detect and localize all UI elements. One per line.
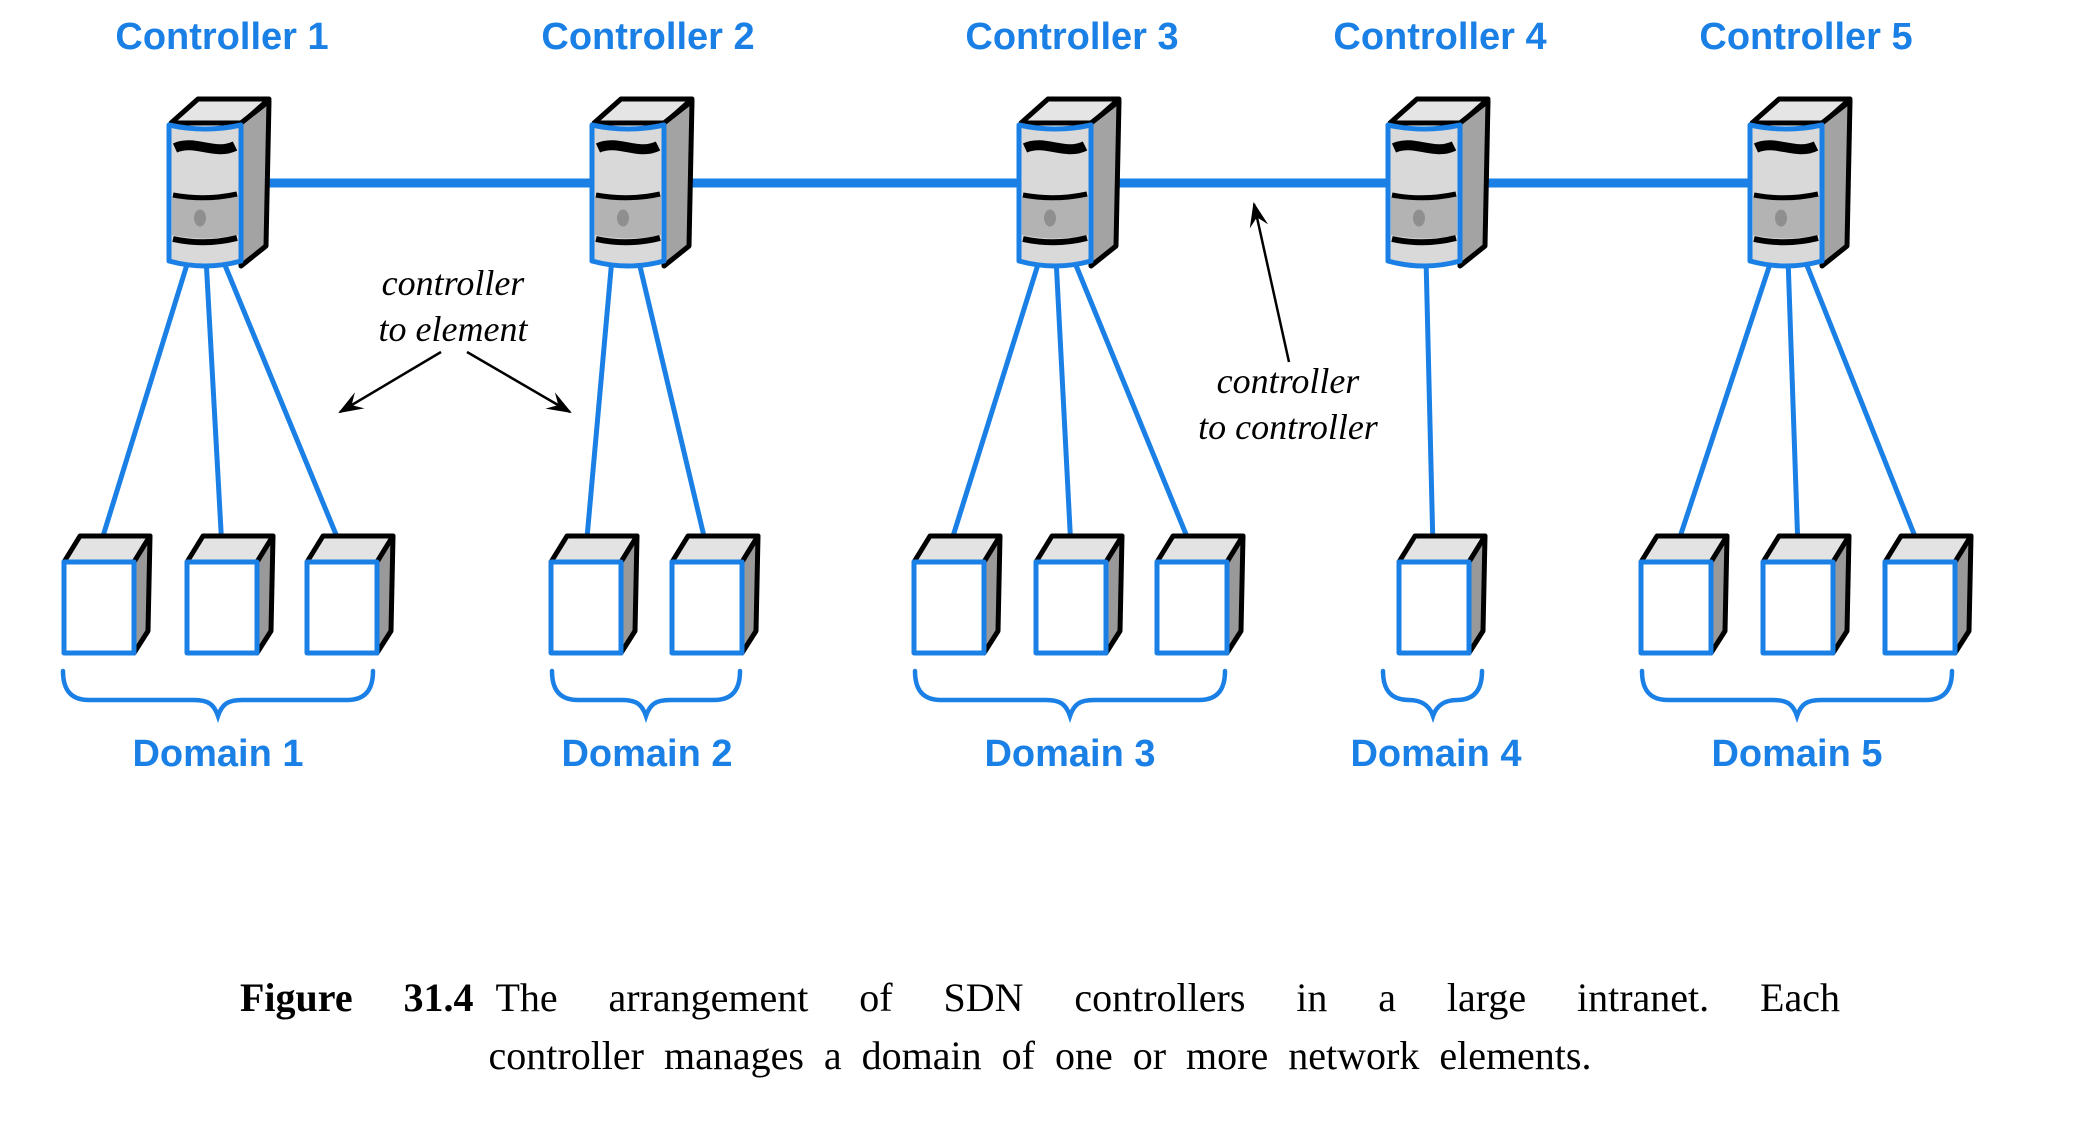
domain-1-element-icon bbox=[64, 536, 150, 653]
figure-number: Figure 31.4 bbox=[240, 975, 474, 1020]
controller-2-element-links bbox=[583, 257, 710, 550]
domain-3-label: Domain 3 bbox=[984, 733, 1156, 775]
controller-to-element-arrow-right bbox=[466, 350, 572, 414]
domain-5-brace bbox=[1639, 668, 1955, 724]
annotation-line: to element bbox=[378, 309, 528, 349]
domain-4-label: Domain 4 bbox=[1350, 733, 1522, 775]
controller-5-label: Controller 5 bbox=[1699, 16, 1913, 58]
domain-5-element-icon bbox=[1641, 536, 1727, 653]
domain-5-element-icon bbox=[1885, 536, 1971, 653]
caption-line-1-text: The arrangement of SDN controllers in a … bbox=[495, 975, 1840, 1020]
domain-2-element-icon bbox=[551, 536, 637, 653]
domain-4-brace bbox=[1380, 668, 1485, 724]
domain-4-element-icon bbox=[1399, 536, 1485, 653]
domain-5-label: Domain 5 bbox=[1711, 733, 1883, 775]
domain-1-label: Domain 1 bbox=[132, 733, 304, 775]
domain-2-brace bbox=[549, 668, 743, 724]
domain-1-element-icon bbox=[307, 536, 393, 653]
controller-4-label: Controller 4 bbox=[1333, 16, 1547, 58]
controller-5-element-links bbox=[1673, 257, 1923, 550]
domain-2-element-icon bbox=[672, 536, 758, 653]
controller-3-tower-icon bbox=[1019, 99, 1119, 266]
controller-1-label: Controller 1 bbox=[115, 16, 329, 58]
controller-1-element-links bbox=[96, 257, 345, 550]
controller-to-controller-arrow bbox=[1249, 201, 1291, 363]
controller-3-element-links bbox=[946, 257, 1195, 550]
controller-3-label: Controller 3 bbox=[965, 16, 1179, 58]
controller-to-element-arrow-left bbox=[338, 350, 442, 414]
controller-to-element-annotation: controller to element bbox=[379, 260, 528, 352]
controller-4-element-links bbox=[1423, 257, 1436, 550]
domain-3-element-icon bbox=[914, 536, 1000, 653]
controller-5-tower-icon bbox=[1750, 99, 1850, 266]
domain-1-element-icon bbox=[187, 536, 273, 653]
domain-3-element-icon bbox=[1157, 536, 1243, 653]
domain-2-label: Domain 2 bbox=[561, 733, 733, 775]
controller-2-tower-icon bbox=[592, 99, 692, 266]
domain-5-element-icon bbox=[1763, 536, 1849, 653]
domain-3-element-icon bbox=[1036, 536, 1122, 653]
figure-caption: Figure 31.4 The arrangement of SDN contro… bbox=[240, 972, 1840, 1082]
caption-line-1: Figure 31.4 The arrangement of SDN contro… bbox=[240, 972, 1840, 1024]
controller-4-tower-icon bbox=[1388, 99, 1488, 266]
controller-2-label: Controller 2 bbox=[541, 16, 755, 58]
controller-1-tower-icon bbox=[169, 99, 269, 266]
domain-1-brace bbox=[60, 668, 376, 724]
annotation-line: controller bbox=[381, 263, 525, 303]
annotation-line: controller bbox=[1216, 361, 1360, 401]
caption-line-2: controller manages a domain of one or mo… bbox=[488, 1033, 1592, 1078]
domain-3-brace bbox=[912, 668, 1228, 724]
controller-to-controller-annotation: controller to controller bbox=[1198, 358, 1378, 450]
annotation-line: to controller bbox=[1198, 407, 1378, 447]
